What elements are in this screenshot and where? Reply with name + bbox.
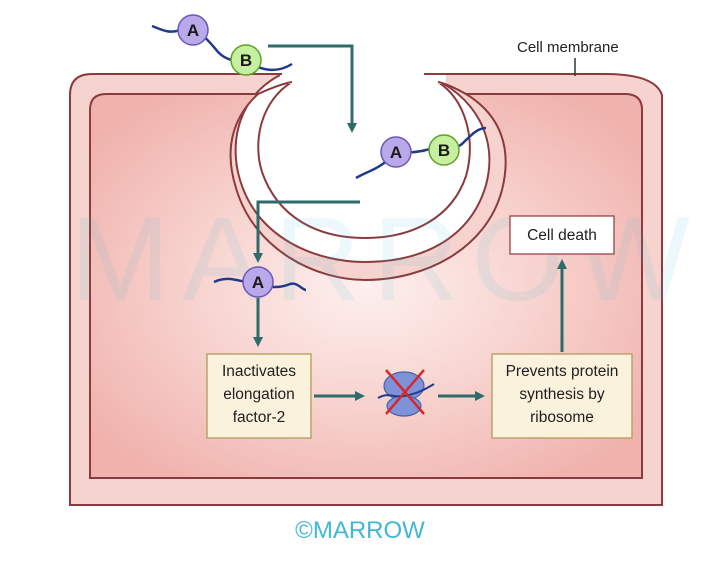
subunit-a-label: A [252, 273, 264, 292]
subunit-b-label: B [438, 141, 450, 160]
subunit-a-label: A [187, 21, 199, 40]
toxin-a-cytoplasm: A [213, 266, 307, 298]
arrow-entry [268, 44, 357, 133]
cell-death-box: Cell death [509, 215, 615, 255]
subunit-a-circle [177, 14, 209, 46]
subunit-a-circle [380, 136, 412, 168]
membrane-lip-left [257, 81, 293, 95]
toxin-endosome: A B [355, 126, 487, 180]
toxin-extracellular: A B [151, 14, 293, 76]
ribosome-blocked [377, 369, 435, 417]
prevents-line-1: Prevents protein [506, 363, 619, 380]
subunit-a-label: A [390, 143, 402, 162]
subunit-a-circle [242, 266, 274, 298]
inactivates-line-1: Inactivates [222, 363, 296, 380]
cell-death-label: Cell death [527, 227, 597, 244]
peptide-chain [355, 126, 487, 180]
subunit-b-label: B [240, 51, 252, 70]
inactivates-line-3: factor-2 [233, 409, 286, 426]
peptide-chain [151, 24, 293, 72]
subunit-b-circle [230, 44, 262, 76]
watermark-footer: ©MARROW [295, 517, 425, 544]
cross-line-2 [385, 369, 425, 415]
cell-membrane-label: Cell membrane [517, 39, 619, 56]
membrane-lip-right [437, 81, 467, 95]
prevents-line-3: ribosome [530, 409, 594, 426]
mrna-strand [377, 383, 435, 399]
subunit-b-circle [428, 134, 460, 166]
prevents-synthesis-box: Prevents protein synthesis by ribosome [491, 353, 633, 439]
watermark-background: MARROW [70, 192, 702, 326]
inactivates-line-2: elongation [223, 386, 295, 403]
prevents-line-2: synthesis by [519, 386, 605, 403]
arrow-release [253, 200, 360, 263]
inactivates-ef2-box: Inactivates elongation factor-2 [206, 353, 312, 439]
